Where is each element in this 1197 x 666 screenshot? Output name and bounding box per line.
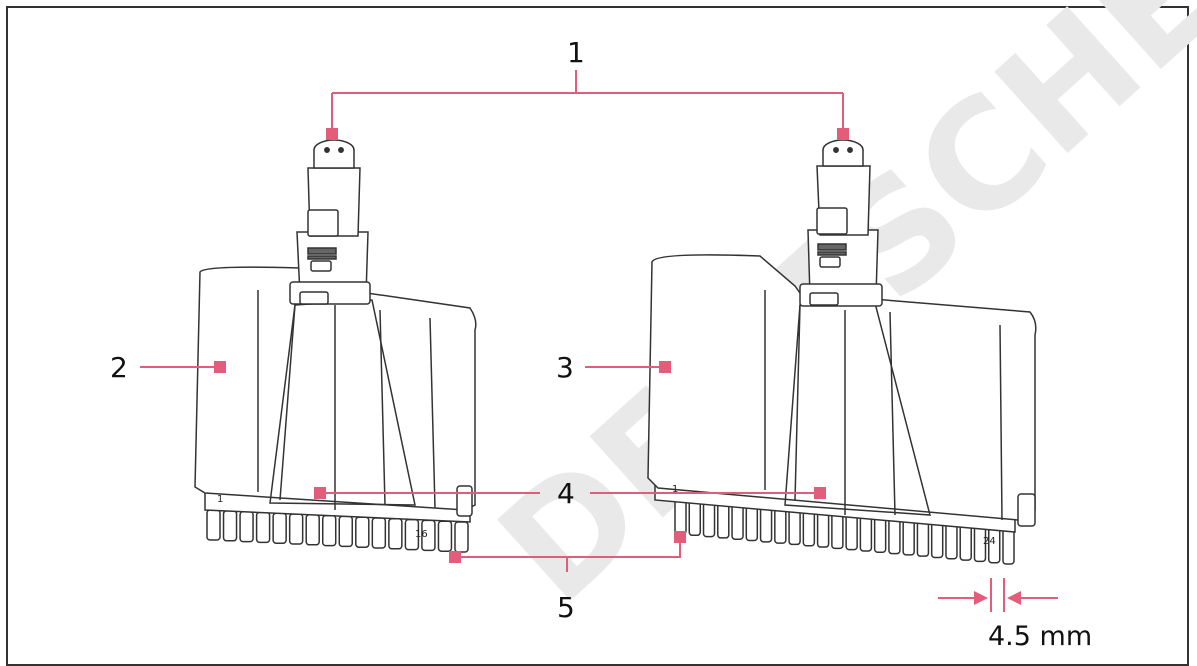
module-24-nozzle (788, 507, 801, 546)
module-16-last-channel-label: 16 (415, 529, 428, 540)
callout-1-marker-right (837, 128, 849, 140)
module-24-nozzle (674, 497, 687, 535)
callout-5-leader (455, 537, 681, 572)
module-24-nozzle (831, 511, 844, 550)
module-24-nozzle (1002, 527, 1015, 565)
module-24-nozzle (845, 512, 858, 551)
module-16-channel (194, 139, 477, 553)
module-24-nozzle (717, 501, 730, 539)
module-16-connector-pin (324, 147, 330, 153)
dimension-label: 4.5 mm (988, 621, 1092, 652)
module-24-nozzle (916, 519, 930, 557)
module-24-first-channel-label: 1 (672, 484, 678, 495)
module-24-nozzle (859, 514, 873, 552)
module-16-connector-pin (338, 147, 344, 153)
callout-3-label: 3 (556, 351, 574, 384)
callout-3-marker (659, 361, 671, 373)
dimension-marker (938, 578, 1058, 612)
module-24-channel (647, 139, 1037, 565)
module-24-shaft-grip (817, 251, 847, 256)
module-24-nozzle (930, 520, 944, 559)
module-24-nozzle (902, 518, 915, 556)
module-16-nozzle (239, 510, 254, 543)
module-16-connector-neck (313, 150, 355, 169)
module-16-side-latch (456, 485, 473, 517)
module-16-shaft-foot (299, 291, 329, 305)
module-24-nozzle (802, 508, 816, 547)
module-24-nozzle (759, 505, 773, 543)
module-16-shaft-window (307, 209, 339, 237)
module-24-shaft-window (816, 207, 848, 235)
module-24-nozzles (674, 497, 1015, 565)
module-24-nozzle (945, 522, 958, 560)
module-24-body-line (794, 304, 801, 501)
module-16-nozzle (321, 514, 337, 547)
callout-1-label: 1 (567, 36, 585, 69)
module-16-nozzle (371, 517, 387, 549)
module-16-nozzle (355, 516, 370, 548)
module-16-nozzle (255, 511, 271, 544)
module-24-body-line (889, 311, 896, 516)
module-24-side-latch (1017, 493, 1036, 527)
module-16-nozzle (454, 521, 469, 553)
callout-markers (214, 128, 849, 563)
module-24-connector-pin (833, 147, 839, 153)
module-24-connector-pin (847, 147, 853, 153)
module-16-nozzle (206, 509, 221, 541)
module-16-body-line (429, 317, 436, 509)
module-24-nozzle (688, 498, 702, 537)
callout-4-marker-right (814, 487, 826, 499)
module-24-shaft-foot (809, 292, 839, 306)
module-24-shaft-grip (817, 243, 847, 251)
module-24-shaft-slot (819, 256, 841, 268)
module-16-shaft-slot (310, 260, 332, 272)
module-16-nozzle (338, 515, 354, 548)
module-24-body-line (999, 324, 1003, 521)
module-16-nozzle (305, 514, 320, 546)
module-24-nozzle (745, 503, 759, 542)
callout-1-leader (331, 70, 844, 130)
module-24-nozzle (731, 502, 744, 540)
module-16-first-channel-label: 1 (217, 494, 223, 505)
module-16-nozzle (388, 518, 403, 550)
module-16-nozzle (222, 510, 238, 542)
module-24-nozzle (816, 510, 830, 548)
module-24-nozzle (774, 506, 787, 544)
module-16-shaft-grip (307, 255, 337, 260)
module-16-nozzle (437, 520, 453, 552)
module-16-body-line (279, 304, 296, 501)
module-24-connector-neck (822, 150, 864, 167)
module-16-nozzle (272, 512, 287, 544)
module-24-nozzle (702, 499, 716, 538)
callout-lines (140, 70, 844, 572)
module-24-nozzle (873, 515, 887, 554)
callout-5-label: 5 (557, 591, 575, 624)
callout-5-marker-right (674, 531, 686, 543)
callout-4-marker-left (314, 487, 326, 499)
callout-4-label: 4 (557, 477, 575, 510)
module-16-shaft-grip (307, 247, 337, 255)
callout-1-marker-left (326, 128, 338, 140)
module-24-last-channel-label: 24 (983, 536, 996, 547)
module-16-nozzle (288, 513, 304, 545)
module-24-nozzle (888, 516, 901, 555)
callout-2-marker (214, 361, 226, 373)
dimension-arrow-left-head (974, 591, 988, 605)
module-24-body (647, 254, 1037, 521)
module-24-nozzle (959, 523, 972, 561)
callout-2-label: 2 (110, 351, 128, 384)
callout-5-marker-left (449, 551, 461, 563)
dimension-arrow-right-head (1007, 591, 1021, 605)
module-16-nozzles (206, 509, 469, 553)
